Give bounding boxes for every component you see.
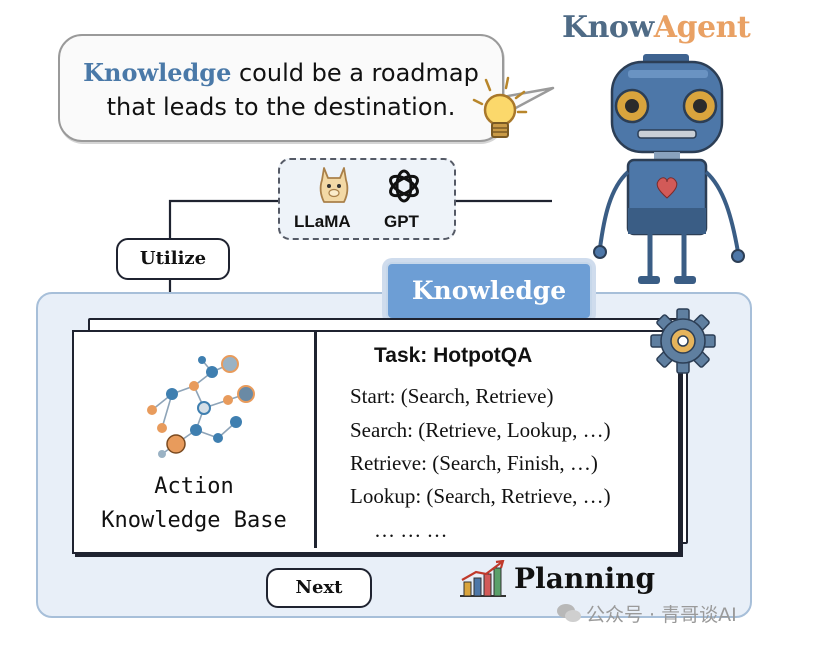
action-knowledge-base-label: Action Knowledge Base	[74, 470, 314, 538]
task-line-start: Start: (Search, Retrieve)	[350, 384, 554, 408]
akb-line2: Knowledge Base	[101, 508, 287, 533]
llama-label: LLaMA	[294, 212, 351, 231]
task-line-search: Search: (Retrieve, Lookup, …)	[350, 418, 611, 442]
llama-icon	[319, 167, 349, 203]
wechat-icon	[557, 604, 581, 622]
task-title: Task: HotpotQA	[374, 344, 533, 367]
bubble-text: Knowledge could be a roadmap that leads …	[60, 56, 502, 124]
chart-growth-icon	[460, 560, 506, 597]
bubble-line1: could be a roadmap	[231, 59, 479, 87]
speech-bubble: Knowledge could be a roadmap that leads …	[58, 34, 504, 142]
action-knowledge-book: Action Knowledge Base Task: HotpotQA Sta…	[72, 330, 680, 554]
utilize-label: Utilize	[139, 248, 207, 269]
next-label: Next	[295, 577, 343, 598]
utilize-badge: Utilize	[116, 238, 230, 280]
knowledge-graph-icon	[147, 355, 255, 458]
task-line-lookup: Lookup: (Search, Retrieve, …)	[350, 484, 611, 508]
bubble-keyword: Knowledge	[83, 58, 232, 87]
knowagent-title: KnowAgent	[562, 10, 751, 45]
task-ellipsis: … … …	[374, 518, 448, 542]
akb-line1: Action	[154, 474, 234, 499]
gpt-label: GPT	[384, 212, 419, 231]
robot-illustration	[593, 54, 745, 284]
gear-icon	[650, 308, 716, 374]
brand-know: Know	[562, 10, 654, 45]
next-badge: Next	[266, 568, 372, 608]
task-line-retrieve: Retrieve: (Search, Finish, …)	[350, 451, 598, 475]
bubble-line2: that leads to the destination.	[106, 93, 456, 121]
knowledge-tab-label: Knowledge	[411, 276, 567, 305]
lightbulb-icon	[472, 76, 528, 138]
knowledge-tab: Knowledge	[386, 262, 592, 320]
openai-gpt-icon	[389, 169, 419, 203]
llm-box: LLaMA GPT	[278, 158, 456, 240]
watermark: 公众号 · 青哥谈AI	[586, 604, 737, 626]
planning-label: Planning	[514, 562, 656, 595]
brand-agent: Agent	[653, 10, 751, 45]
book-spine	[314, 332, 317, 548]
